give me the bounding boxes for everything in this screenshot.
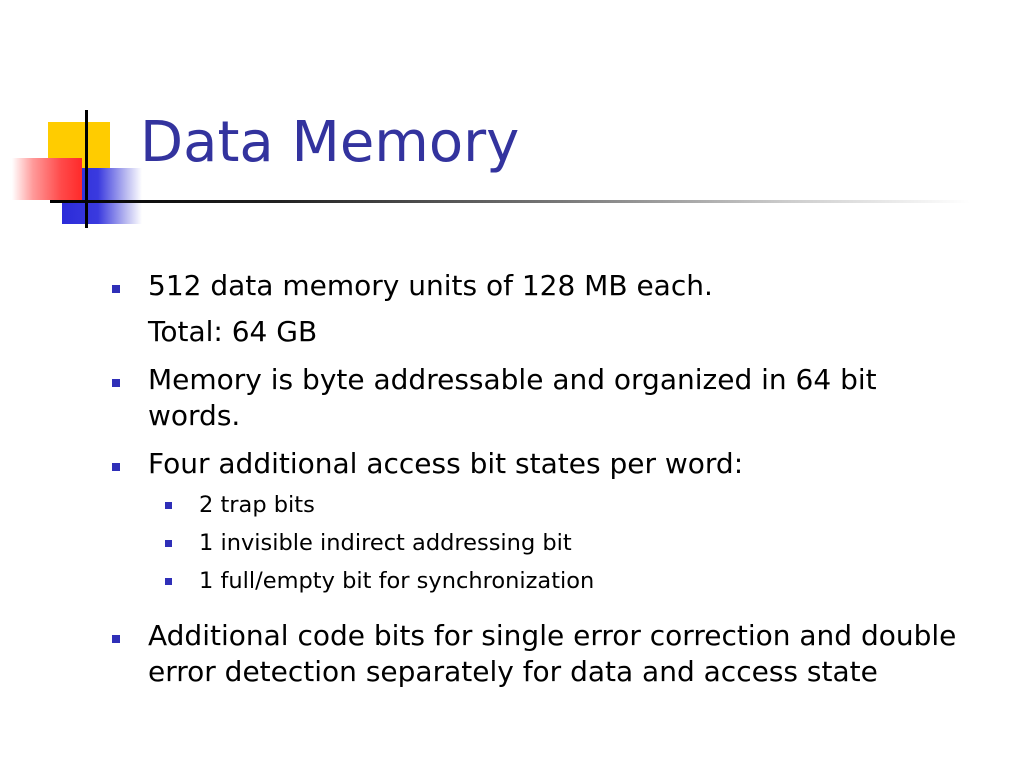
bullet-list: 512 data memory units of 128 MB each. To… (106, 268, 966, 690)
square-bullet-icon (112, 635, 120, 643)
bullet-item: 512 data memory units of 128 MB each. To… (106, 268, 966, 350)
sub-bullet-item: 1 invisible indirect addressing bit (156, 524, 966, 562)
square-bullet-icon (165, 578, 172, 585)
sub-bullet-item: 1 full/empty bit for synchronization (156, 562, 966, 600)
bullet-text: Memory is byte addressable and organized… (148, 363, 877, 432)
sub-bullet-text: 1 full/empty bit for synchronization (199, 568, 595, 594)
square-bullet-icon (165, 540, 172, 547)
decorative-vertical-line (85, 110, 88, 228)
sub-bullet-text: 2 trap bits (199, 492, 315, 518)
bullet-item: Memory is byte addressable and organized… (106, 362, 966, 434)
sub-bullet-item: 2 trap bits (156, 486, 966, 524)
bullet-item: Four additional access bit states per wo… (106, 446, 966, 600)
square-bullet-icon (112, 379, 120, 387)
square-bullet-icon (112, 463, 120, 471)
title-underline (50, 200, 970, 203)
bullet-text: 512 data memory units of 128 MB each. (148, 269, 713, 302)
bullet-text: Additional code bits for single error co… (148, 619, 957, 688)
sub-bullet-list: 2 trap bits 1 invisible indirect address… (148, 486, 966, 600)
slide-title: Data Memory (140, 110, 520, 175)
bullet-item: Additional code bits for single error co… (106, 618, 966, 690)
bullet-text: Four additional access bit states per wo… (148, 447, 744, 480)
sub-bullet-text: 1 invisible indirect addressing bit (199, 530, 572, 556)
square-bullet-icon (165, 502, 172, 509)
decorative-red-bar (12, 158, 82, 200)
square-bullet-icon (112, 285, 120, 293)
bullet-continuation: Total: 64 GB (148, 315, 318, 348)
